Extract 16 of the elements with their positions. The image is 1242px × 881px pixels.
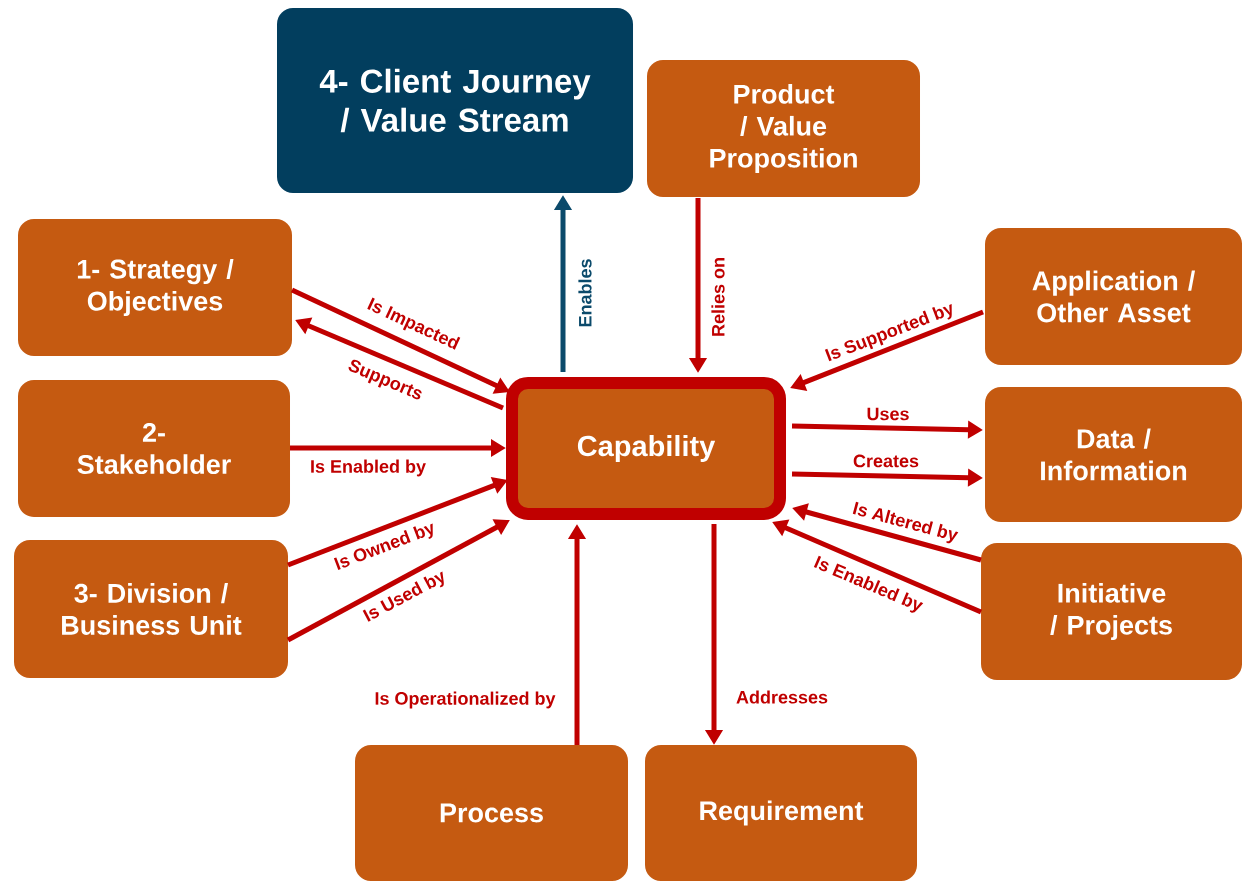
edge-label: Addresses bbox=[735, 689, 830, 705]
edge-label: Relies on bbox=[710, 256, 726, 338]
process-box: 3- Division / Business Unit bbox=[14, 540, 288, 678]
process-box: Data / Information bbox=[985, 387, 1242, 522]
process-box: Initiative / Projects bbox=[981, 543, 1242, 680]
process-box: 4- Client Journey / Value Stream bbox=[277, 8, 633, 193]
edge-label: Is Used by bbox=[359, 567, 451, 627]
process-box: Capability bbox=[506, 377, 786, 520]
process-box: Application / Other Asset bbox=[985, 228, 1242, 365]
process-box: 1- Strategy / Objectives bbox=[18, 219, 292, 356]
process-box: Requirement bbox=[645, 745, 917, 881]
process-box: Process bbox=[355, 745, 628, 881]
edge-label: Enables bbox=[577, 257, 593, 329]
process-box: Product / Value Proposition bbox=[647, 60, 920, 197]
edge-label: Is Altered by bbox=[849, 499, 961, 547]
process-box: 2- Stakeholder bbox=[18, 380, 290, 517]
